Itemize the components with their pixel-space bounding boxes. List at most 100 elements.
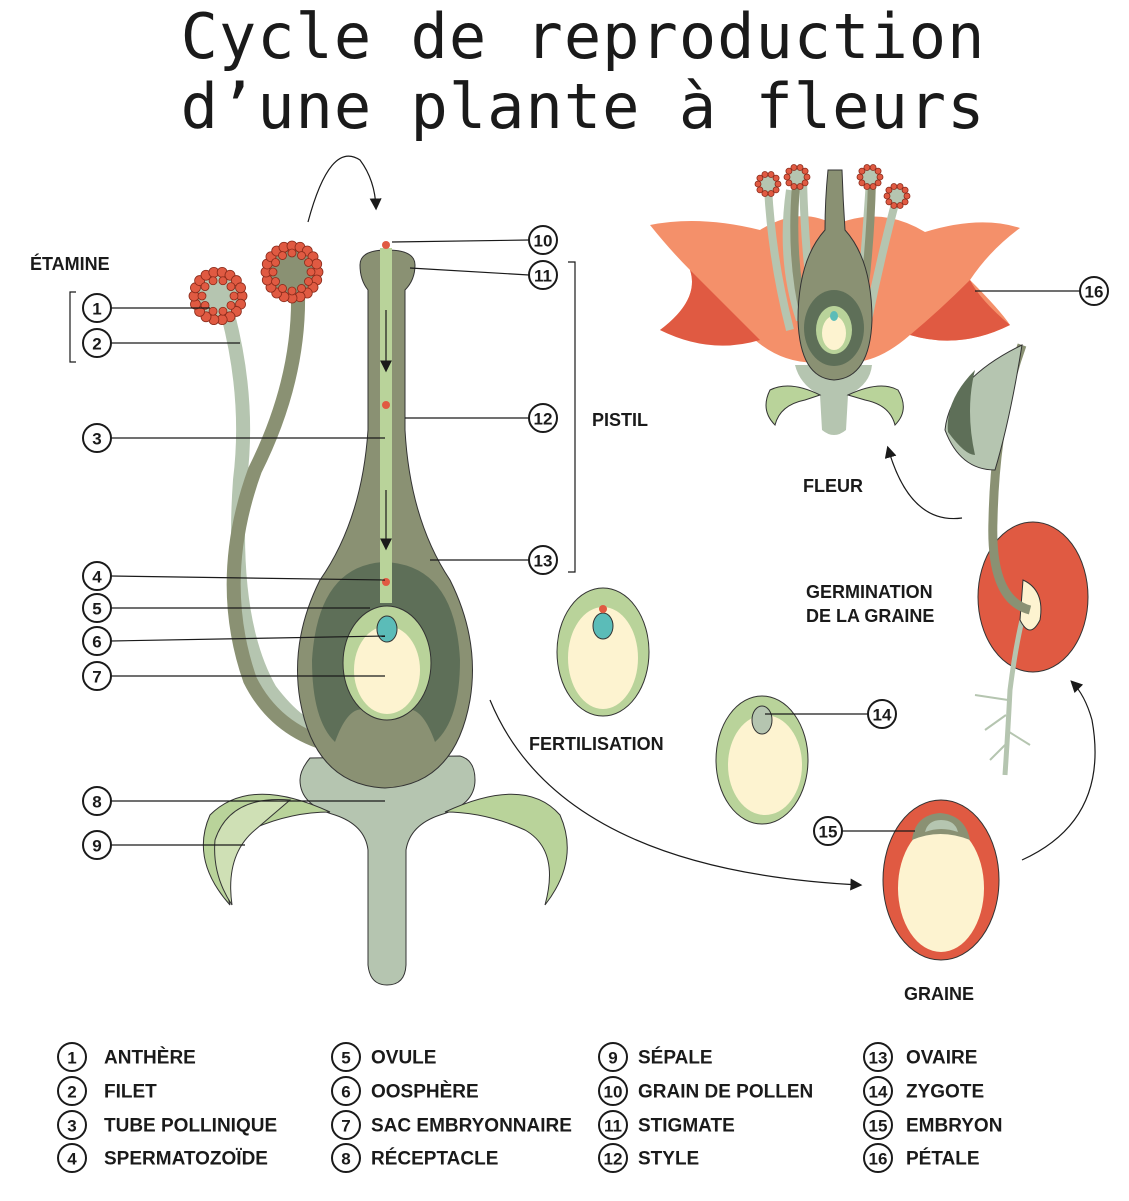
- pollen-grain: [754, 180, 762, 188]
- arrow-to-seed-icon: [489, 699, 863, 891]
- legend-number: 11: [604, 1117, 622, 1136]
- pollen-grain: [287, 248, 297, 258]
- pollen-grain: [801, 167, 809, 175]
- pollen-grain: [790, 164, 798, 171]
- callout-circle: [82, 786, 112, 816]
- germinating-seed: [944, 343, 1089, 776]
- flower-cross-section: [188, 155, 568, 986]
- pollen-grain: [278, 284, 287, 293]
- pollen-grain: [901, 198, 909, 206]
- etamine-bracket: [69, 291, 76, 363]
- legend-number: 12: [604, 1150, 623, 1169]
- pollen-grain: [856, 173, 864, 181]
- legend-number-circle: [863, 1110, 893, 1140]
- legend-number: 6: [341, 1083, 350, 1102]
- pollen-grain: [311, 258, 323, 270]
- legend-number-circle: [863, 1076, 893, 1106]
- legend-label: ANTHÈRE: [104, 1047, 196, 1069]
- embryo-sac: [354, 626, 420, 714]
- pollen-grain: [883, 192, 891, 200]
- anther-2: [260, 240, 324, 304]
- pollen-grain: [382, 241, 390, 249]
- seed: [882, 799, 1000, 961]
- arrow-to-germination-icon: [1021, 680, 1096, 861]
- legend-number: 15: [869, 1117, 888, 1136]
- legend-number: 7: [341, 1117, 350, 1136]
- pollen-grain: [767, 190, 775, 197]
- pollen-grain: [874, 179, 882, 187]
- callout-circle: [1079, 276, 1109, 306]
- callout-number: 2: [92, 335, 101, 354]
- pollen-grain: [772, 174, 780, 182]
- legend-number-circle: [598, 1076, 628, 1106]
- callout-circle: [82, 561, 112, 591]
- legend-label: EMBRYON: [906, 1116, 1002, 1137]
- callout-number: 1: [92, 300, 101, 319]
- legend-number-circle: [331, 1110, 361, 1140]
- legend-label: SÉPALE: [638, 1047, 713, 1069]
- legend-number: 13: [869, 1049, 888, 1068]
- legend-number-circle: [57, 1076, 87, 1106]
- callout-line: [110, 575, 386, 581]
- callout-circle: [813, 816, 843, 846]
- legend-item: 9 SÉPALE: [598, 1042, 713, 1072]
- legend-label: PÉTALE: [906, 1148, 980, 1170]
- callout-number: 4: [92, 568, 102, 587]
- pollen-grain: [858, 167, 866, 175]
- pollen-grain: [767, 171, 775, 178]
- callout-circle: [82, 328, 112, 358]
- pollen-grain: [200, 282, 210, 291]
- callout-number: 9: [92, 837, 101, 856]
- pollen-grain: [756, 174, 764, 182]
- callout-number: 16: [1085, 283, 1104, 302]
- label-fertilisation: FERTILISATION: [529, 734, 664, 754]
- pistil-bracket: [568, 261, 576, 573]
- title-line-2: d’une plante à fleurs: [181, 70, 986, 143]
- callout-circle: [82, 423, 112, 453]
- callout-circle: [82, 626, 112, 656]
- legend-number: 9: [608, 1049, 617, 1068]
- legend-item: 1 ANTHÈRE: [57, 1042, 196, 1072]
- pollen-grain: [885, 198, 893, 206]
- pollen-grain: [197, 291, 207, 301]
- anther: [889, 188, 905, 204]
- legend-number: 14: [869, 1083, 888, 1102]
- flower: [650, 164, 1020, 435]
- fertilisation-ovule: [556, 587, 650, 717]
- callout-circle: [82, 293, 112, 323]
- callout-number: 7: [92, 668, 101, 687]
- cycle-arrow-icon: [307, 155, 382, 223]
- legend-label: OOSPHÈRE: [371, 1081, 479, 1103]
- pollen-grain: [297, 251, 306, 260]
- legend-label: STIGMATE: [638, 1116, 735, 1137]
- legend-number: 4: [67, 1150, 77, 1169]
- pollen-grain: [772, 186, 780, 194]
- pollen-grain: [229, 291, 239, 301]
- legend-number: 1: [67, 1049, 76, 1068]
- callout-number: 6: [92, 633, 101, 652]
- legend-number-circle: [57, 1110, 87, 1140]
- filament-2: [226, 291, 332, 752]
- receptacle: [299, 755, 476, 986]
- callout-line: [110, 635, 386, 642]
- sepal-left-inner: [214, 799, 292, 906]
- pollen-grain: [756, 186, 764, 194]
- label-germination-2: DE LA GRAINE: [806, 606, 934, 626]
- pollen-grain: [876, 173, 884, 181]
- pollen-grain: [761, 171, 769, 178]
- legend-label: RÉCEPTACLE: [371, 1148, 498, 1170]
- pollen-grain: [208, 276, 218, 286]
- pollen-grain: [796, 183, 804, 190]
- pollen-grain: [890, 202, 898, 209]
- pollen-grain: [801, 179, 809, 187]
- pollen-grain: [785, 167, 793, 175]
- pollen-grain: [297, 284, 306, 293]
- legend-label: FILET: [104, 1082, 157, 1103]
- callout-number: 12: [534, 410, 553, 429]
- legend-number-circle: [863, 1143, 893, 1173]
